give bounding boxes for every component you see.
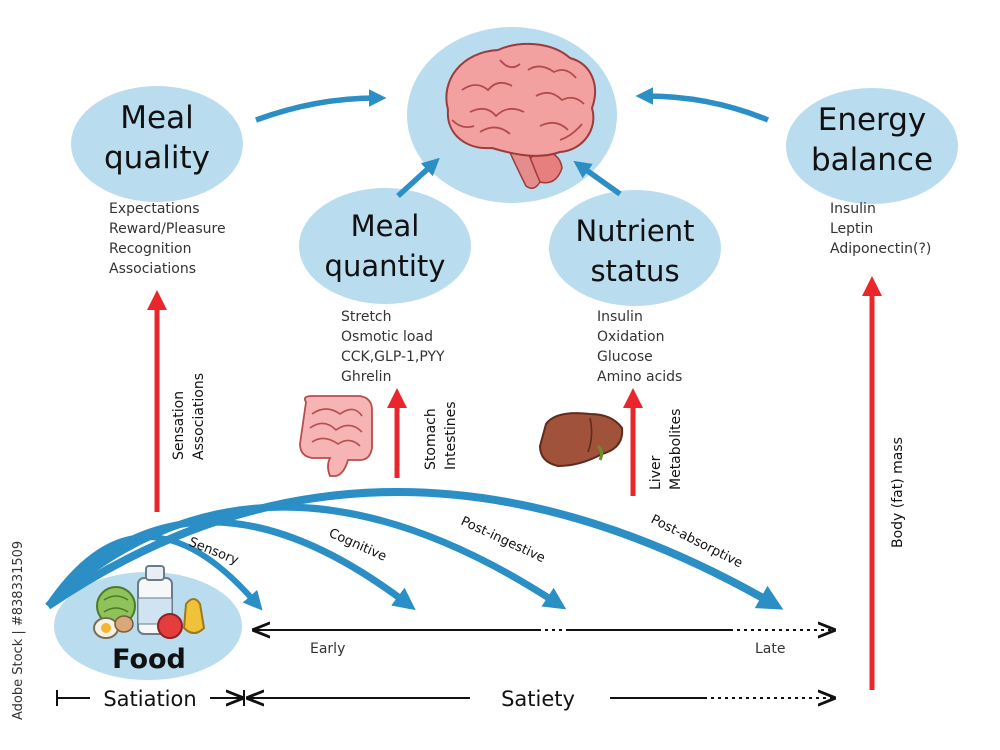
stomach-label: Stomach	[423, 408, 439, 470]
list-item: Glucose	[597, 349, 653, 365]
list-item: Osmotic load	[341, 329, 433, 345]
meal-quantity-bubble	[299, 188, 471, 304]
list-item: CCK,GLP-1,PYY	[341, 349, 445, 365]
list-item: Ghrelin	[341, 369, 391, 385]
satiety-label: Satiety	[501, 687, 575, 711]
nutrient-status-title-1: Nutrient	[575, 214, 694, 248]
associations-label: Associations	[191, 373, 207, 460]
post-ingestive-arc	[45, 503, 567, 610]
list-item: Adiponectin(?)	[830, 241, 931, 257]
early-label: Early	[310, 641, 345, 657]
liver-icon	[538, 412, 624, 468]
energy-balance-title-1: Energy	[818, 102, 927, 138]
meal-quality-title-2: quality	[104, 140, 210, 176]
metabolites-label: Metabolites	[668, 409, 684, 490]
stock-credit: Adobe Stock | #838331509	[11, 541, 26, 720]
intestines-icon	[299, 395, 373, 477]
nutrient-status-title-2: status	[590, 254, 679, 288]
energy-balance-bubble	[786, 88, 958, 204]
nutrient-status-items: Insulin Oxidation Glucose Amino acids	[597, 309, 682, 385]
brain-icon	[445, 42, 596, 189]
food-items-icon	[93, 565, 206, 639]
satiation-label: Satiation	[103, 687, 196, 711]
energy-balance-items: Insulin Leptin Adiponectin(?)	[830, 201, 931, 257]
list-item: Associations	[109, 261, 196, 277]
quantity-to-brain-arrow	[396, 157, 440, 199]
body-fat-mass-label: Body (fat) mass	[890, 437, 906, 548]
meal-quantity-title-1: Meal	[351, 209, 420, 243]
list-item: Stretch	[341, 309, 392, 325]
cognitive-arc	[45, 518, 416, 611]
list-item: Recognition	[109, 241, 191, 257]
list-item: Amino acids	[597, 369, 682, 385]
satiation-bar	[56, 690, 245, 706]
quality-to-brain-arrow	[255, 89, 387, 123]
intestines-label: Intestines	[443, 401, 459, 470]
meal-quality-title-1: Meal	[120, 100, 193, 136]
meal-quantity-title-2: quantity	[325, 249, 446, 283]
sensory-arc	[45, 534, 263, 611]
list-item: Insulin	[597, 309, 643, 325]
list-item: Oxidation	[597, 329, 664, 345]
meal-quantity-items: Stretch Osmotic load CCK,GLP-1,PYY Ghrel…	[341, 309, 445, 385]
late-label: Late	[755, 641, 785, 657]
list-item: Reward/Pleasure	[109, 221, 226, 237]
list-item: Expectations	[109, 201, 200, 217]
meal-quality-items: Expectations Reward/Pleasure Recognition…	[109, 201, 226, 277]
energy-balance-title-2: balance	[811, 142, 933, 178]
list-item: Leptin	[830, 221, 873, 237]
list-item: Insulin	[830, 201, 876, 217]
food-label: Food	[112, 644, 186, 675]
nutrient-to-brain-arrow	[573, 160, 622, 197]
energy-to-brain-arrow	[635, 87, 770, 123]
meal-quality-bubble	[71, 86, 243, 202]
nutrient-status-bubble	[549, 190, 721, 306]
sensation-label: Sensation	[171, 391, 187, 460]
liver-label: Liver	[648, 455, 664, 490]
post-absorptive-arc	[45, 488, 784, 610]
